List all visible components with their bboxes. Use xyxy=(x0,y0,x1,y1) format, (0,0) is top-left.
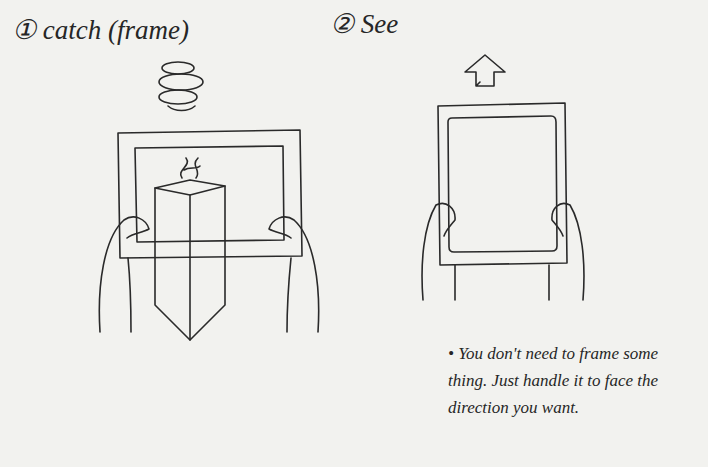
tablet-frame xyxy=(438,103,567,265)
tablet-frame xyxy=(118,130,302,258)
hand xyxy=(422,203,455,300)
steam-swirl xyxy=(159,62,203,111)
step-heading: ① catch (frame) xyxy=(12,14,189,46)
note-text: • You don't need to frame some thing. Ju… xyxy=(448,340,693,421)
prism-object xyxy=(155,180,225,340)
steam-swirl xyxy=(181,158,200,178)
hand xyxy=(549,203,584,300)
hand xyxy=(269,217,319,332)
step-heading: ② See xyxy=(330,8,398,40)
tablet-screen xyxy=(448,116,557,252)
hand xyxy=(99,217,149,332)
tablet-screen xyxy=(135,146,284,242)
up-arrow xyxy=(465,55,505,86)
